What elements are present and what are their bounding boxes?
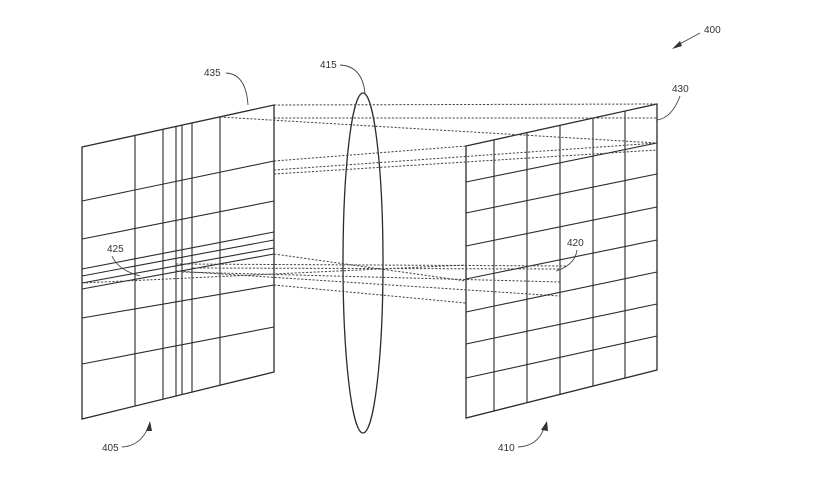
label-415: 415	[320, 60, 337, 71]
ref-430: 430	[657, 84, 689, 120]
left-grid-horizontals	[82, 161, 274, 364]
left-grid-verticals	[135, 117, 220, 406]
lens-ellipse	[343, 93, 383, 433]
label-435: 435	[204, 68, 221, 79]
ref-410: 410	[498, 421, 548, 454]
right-grid-horizontals	[466, 143, 657, 378]
label-410: 410	[498, 443, 515, 454]
ref-435: 435	[204, 68, 248, 105]
label-400: 400	[704, 25, 721, 36]
ref-415: 415	[320, 60, 365, 93]
ref-405: 405	[102, 421, 152, 454]
arrow-405-icon	[146, 421, 152, 431]
right-grid-panel	[466, 104, 657, 418]
label-405: 405	[102, 443, 119, 454]
left-grid-panel	[82, 105, 274, 419]
right-grid-frame	[466, 104, 657, 418]
label-430: 430	[672, 84, 689, 95]
left-grid-frame	[82, 105, 274, 419]
arrow-410-icon	[541, 421, 548, 431]
ref-400: 400	[672, 25, 721, 49]
label-420: 420	[567, 238, 584, 249]
arrow-400-icon	[672, 41, 682, 49]
label-425: 425	[107, 244, 124, 255]
